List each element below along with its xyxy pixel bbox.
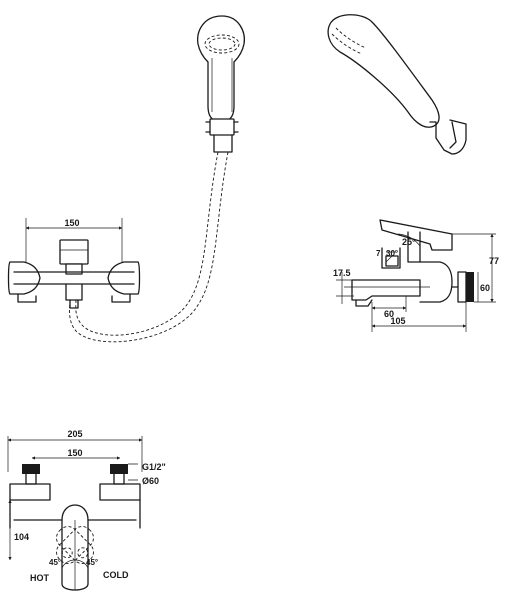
hot-label: HOT bbox=[30, 573, 50, 583]
dim-105: 105 bbox=[390, 316, 405, 326]
dim-77: 77 bbox=[489, 256, 499, 266]
thread-label: G1/2" bbox=[142, 462, 166, 472]
dim-7: 7 bbox=[376, 249, 381, 258]
shower-hose bbox=[69, 151, 229, 343]
angle-45-left: 45° bbox=[49, 558, 61, 567]
dim-25-angle: 25° bbox=[402, 237, 416, 247]
mixer-profile-view bbox=[336, 219, 496, 332]
hand-shower-front bbox=[197, 15, 245, 153]
flange-label: Ø60 bbox=[142, 476, 159, 486]
dim-60-flange: 60 bbox=[480, 283, 490, 293]
dim-104: 104 bbox=[14, 532, 29, 542]
angle-45-right: 45° bbox=[86, 558, 98, 567]
cold-label: COLD bbox=[103, 570, 129, 580]
dim-17-5: 17.5 bbox=[333, 268, 351, 278]
dim-60-horizontal: 60 bbox=[384, 309, 394, 319]
dim-150-top: 150 bbox=[67, 448, 82, 458]
hand-shower-side bbox=[327, 14, 467, 155]
dim-205: 205 bbox=[67, 429, 82, 439]
dim-150-front: 150 bbox=[64, 218, 79, 228]
mixer-top-view bbox=[7, 436, 143, 591]
mixer-front-view bbox=[7, 218, 141, 309]
dim-30-angle: 30° bbox=[386, 249, 398, 258]
